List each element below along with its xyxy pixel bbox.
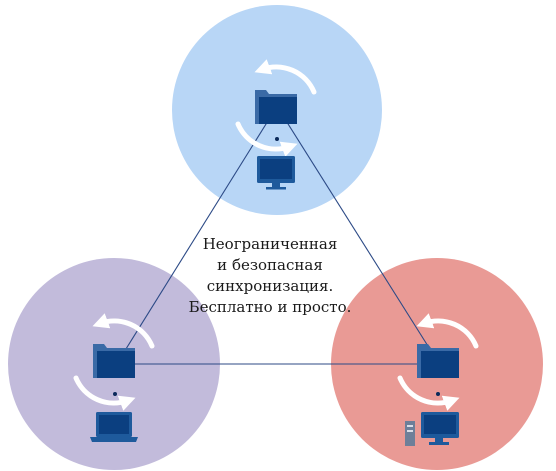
sync-arrows-icon <box>73 313 155 411</box>
caption-line-1: Неограниченная <box>202 235 338 253</box>
link-top-right <box>277 107 439 363</box>
caption-line-2: и безопасная <box>217 256 323 274</box>
sync-arrows-icon <box>397 313 479 411</box>
monitor-icon <box>257 156 295 190</box>
node-left-dot <box>113 392 117 396</box>
network-links <box>115 107 439 366</box>
caption-line-3: синхронизация. <box>206 277 334 295</box>
node-top-dot <box>275 137 279 141</box>
sync-arrows-icon <box>235 59 317 157</box>
link-top-left <box>115 107 277 366</box>
desktop-pc-icon <box>405 412 459 446</box>
node-top <box>235 59 317 190</box>
center-caption: Неограниченная и безопасная синхронизаци… <box>170 234 370 318</box>
laptop-icon <box>90 412 138 442</box>
node-right-dot <box>436 392 440 396</box>
folder-icon <box>255 90 297 124</box>
node-left <box>73 313 155 442</box>
caption-line-4: Бесплатно и просто. <box>188 298 352 316</box>
folder-icon <box>93 344 135 378</box>
node-right <box>397 313 479 446</box>
folder-icon <box>417 344 459 378</box>
